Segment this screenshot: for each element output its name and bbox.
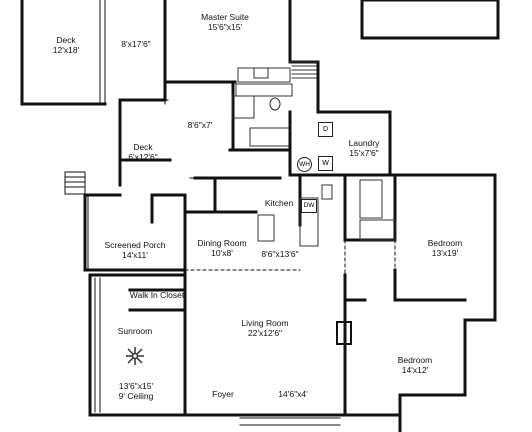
dishwasher-badge: DW — [301, 199, 317, 213]
bedroom-walls — [343, 173, 497, 432]
fireplace — [336, 321, 352, 345]
screened-porch-screens — [87, 194, 341, 426]
washer-badge: W — [318, 156, 333, 171]
kitchen-dims-label: 8'6"x13'6" — [261, 249, 299, 259]
kitchen-counters — [257, 179, 397, 247]
openings — [184, 177, 396, 276]
garage-outline — [360, 0, 500, 40]
deck-passage-label: 8'x17'6" — [121, 39, 151, 49]
sunroom-label: Sunroom — [117, 326, 153, 336]
closet-small-label: 8'6"x7' — [187, 120, 213, 130]
ceiling-fan-icon — [126, 347, 144, 365]
kitchen-label: Kitchen — [264, 198, 294, 208]
walk-in-closet-label: Walk In Closet — [129, 290, 185, 300]
master-suite-walls — [118, 0, 392, 187]
porch-front-label: 14'6"x4' — [278, 389, 308, 399]
sunroom-dims-label: 13'6"x15'9' Ceiling — [118, 381, 154, 401]
foyer-label: Foyer — [212, 389, 234, 399]
water-heater-badge: WH — [297, 157, 312, 172]
dryer-badge: D — [318, 122, 333, 137]
deck-walls — [20, 0, 107, 106]
porch-walls — [83, 193, 402, 417]
porch-steps — [64, 171, 86, 195]
bath-fixtures — [231, 61, 319, 147]
deck-railing — [99, 0, 169, 105]
